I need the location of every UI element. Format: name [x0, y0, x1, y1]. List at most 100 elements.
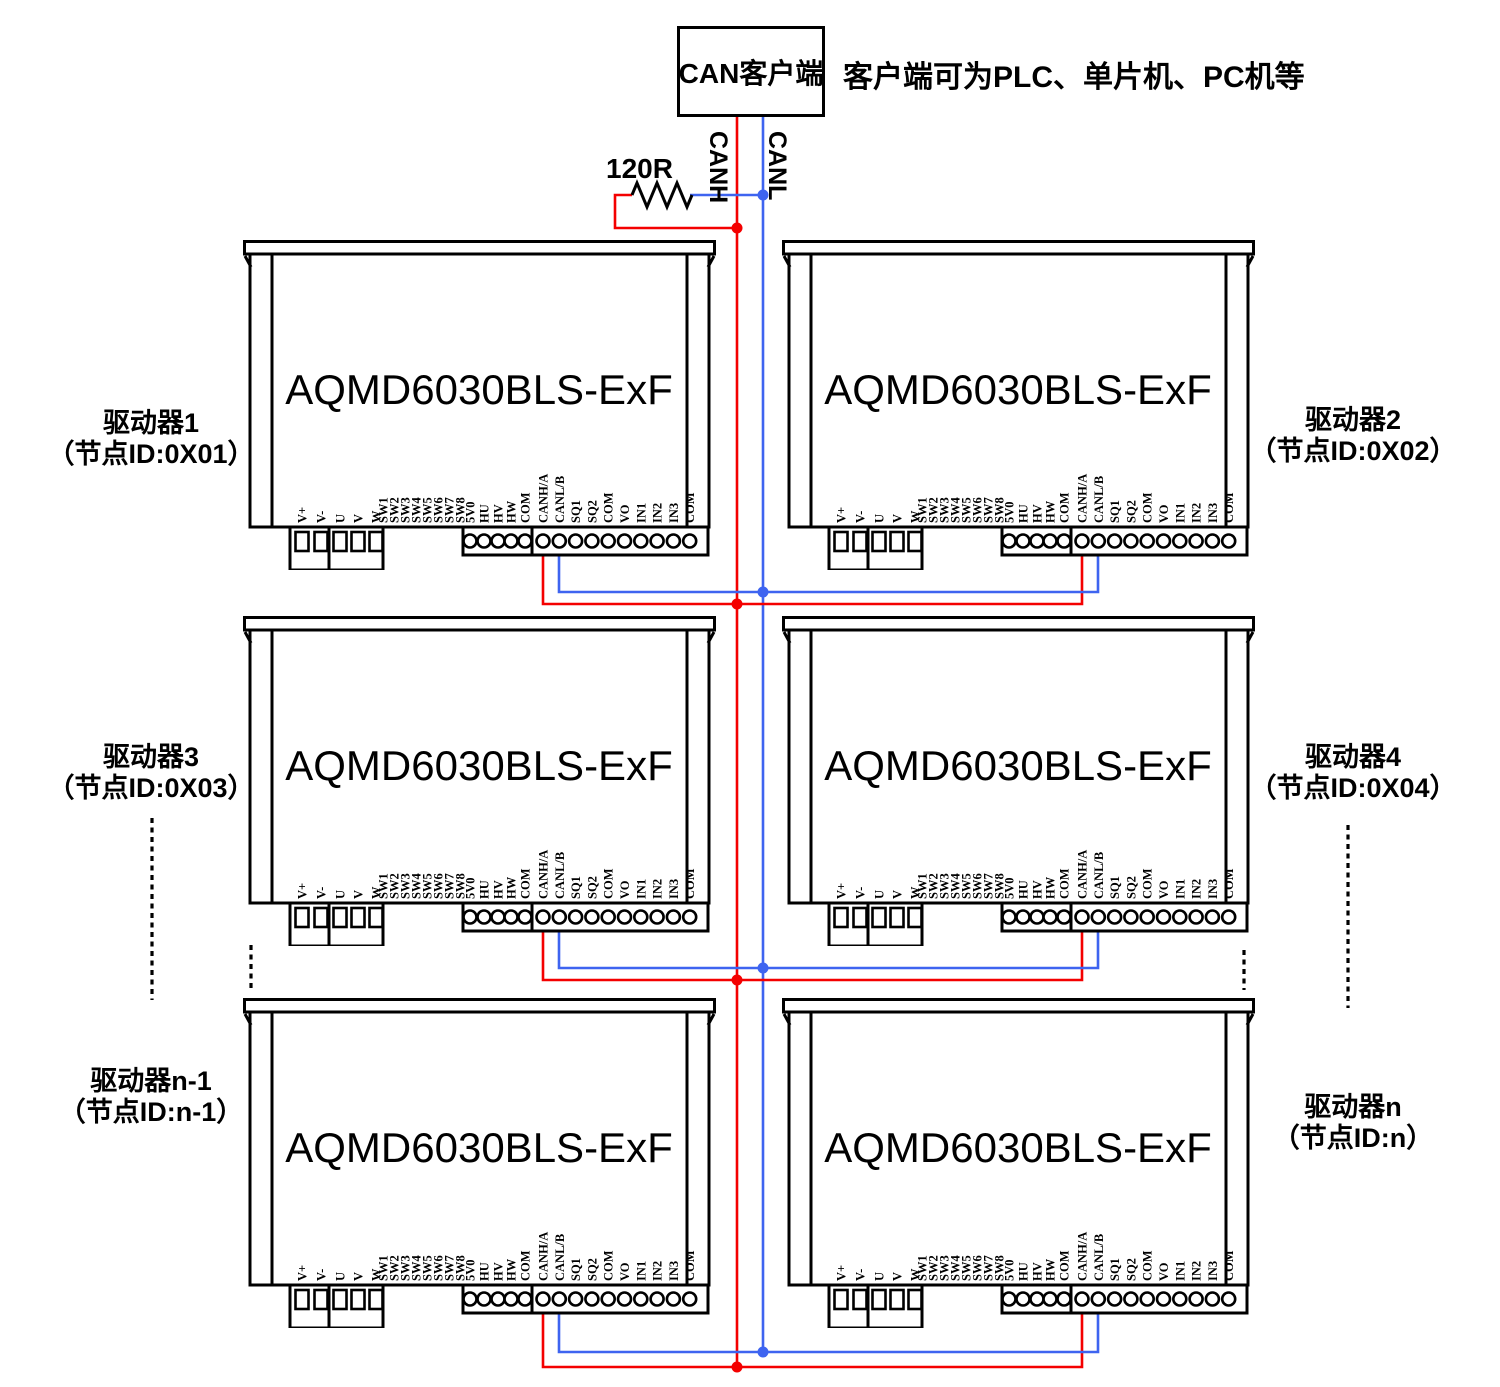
driver-node-id: （节点ID:n）: [1272, 1123, 1434, 1153]
terminal-circle: [616, 909, 633, 925]
terminal-label: SW7: [982, 497, 996, 523]
terminal-label: V+: [296, 1265, 310, 1281]
driver-node-id: （节点ID:0X04）: [1249, 773, 1457, 803]
terminal-label: SQ2: [585, 500, 599, 523]
terminal-label: IN3: [1206, 879, 1220, 899]
terminal-label: IN2: [651, 503, 665, 523]
terminal-circle: [1139, 533, 1156, 549]
terminal-label: U: [873, 890, 887, 899]
terminal-label: U: [873, 1272, 887, 1281]
driver-model-label: AQMD6030BLS-ExF: [824, 1124, 1211, 1171]
junction-dot-canl: [757, 586, 769, 598]
terminal-label: IN2: [651, 879, 665, 899]
terminal-circle: [503, 1291, 519, 1307]
terminal-label: SW3: [938, 1255, 952, 1281]
terminal-circle: [462, 909, 478, 925]
terminal-label: SW4: [949, 497, 963, 523]
terminal-label: 5V0: [1003, 877, 1017, 899]
terminal-label: V+: [296, 883, 310, 899]
terminal-circle: [649, 533, 665, 549]
terminal-circle: [1015, 1291, 1031, 1307]
terminal-label: SQ1: [569, 876, 583, 899]
terminal-label: HV: [1031, 504, 1045, 523]
terminal-label: SW5: [421, 1255, 435, 1281]
driver-model-label: AQMD6030BLS-ExF: [824, 742, 1211, 789]
terminal-label: SW5: [421, 873, 435, 899]
terminal-label: 5V0: [464, 501, 478, 523]
terminal-label: HU: [1017, 504, 1031, 523]
terminal-label: SW5: [960, 497, 974, 523]
terminal-square: [833, 906, 849, 929]
terminal-square: [871, 1288, 887, 1311]
driver-case: [782, 240, 1255, 529]
terminal-circle: [1204, 533, 1221, 549]
terminal-label: V+: [835, 883, 849, 899]
terminal-label: SW2: [927, 873, 941, 899]
terminal-label: SQ1: [569, 500, 583, 523]
junction-dot-canh: [731, 222, 743, 234]
terminal-label: COM: [1222, 868, 1236, 899]
terminal-label: SW3: [399, 497, 413, 523]
terminal-label: SW4: [949, 873, 963, 899]
driver-name: 驱动器1: [102, 408, 200, 438]
driver-case: [243, 616, 716, 905]
terminal-label: V-: [315, 887, 329, 899]
terminal-circle: [1015, 909, 1031, 925]
terminal-label: SW7: [443, 497, 457, 523]
terminal-label: HV: [492, 880, 506, 899]
terminal-label: V: [352, 514, 366, 523]
terminal-circle: [462, 1291, 478, 1307]
driver-model-label: AQMD6030BLS-ExF: [285, 742, 672, 789]
terminal-label: W: [370, 510, 384, 523]
terminal-label: SW8: [454, 873, 468, 899]
terminal-circle: [1042, 533, 1058, 549]
terminal-label: HU: [478, 880, 492, 899]
terminal-label: CANH/A: [1076, 1232, 1090, 1281]
row3-canh-wire: [541, 1313, 1084, 1369]
terminal-square: [313, 906, 329, 929]
terminal-square: [907, 530, 923, 553]
terminal-label: IN1: [634, 1261, 648, 1281]
terminal-circle: [665, 1291, 682, 1307]
terminal-square: [294, 906, 310, 929]
terminal-label: COM: [1141, 868, 1155, 899]
terminal-label: 5V0: [464, 1259, 478, 1281]
terminal-circle: [1074, 533, 1090, 549]
terminal-label: SW1: [916, 497, 930, 523]
terminal-circle: [681, 533, 698, 549]
terminal-label: CANL/B: [553, 1234, 567, 1281]
terminal-label: SW6: [971, 873, 985, 899]
terminal-square: [368, 530, 384, 553]
terminal-circle: [1204, 909, 1221, 925]
terminal-label: COM: [683, 492, 697, 523]
terminal-circle: [490, 1291, 506, 1307]
terminal-pins: [294, 1288, 698, 1311]
terminal-circle: [1090, 1291, 1107, 1307]
terminal-circle: [1015, 533, 1031, 549]
terminal-label: SW2: [927, 1255, 941, 1281]
terminal-label: SW6: [432, 873, 446, 899]
terminal-label: V: [891, 1272, 905, 1281]
junction-dot-canh: [731, 1361, 743, 1373]
terminal-label: HV: [1031, 1262, 1045, 1281]
terminal-label: HU: [478, 504, 492, 523]
terminal-label: SW4: [410, 497, 424, 523]
terminal-label: SW3: [399, 1255, 413, 1281]
terminal-label: SW6: [971, 497, 985, 523]
driver-node-id: （节点ID:0X03）: [47, 773, 255, 803]
terminal-label: W: [909, 510, 923, 523]
terminal-square: [889, 530, 905, 553]
terminal-label: SW7: [982, 1255, 996, 1281]
terminal-label: SQ2: [585, 876, 599, 899]
terminal-label: IN3: [667, 503, 681, 523]
terminal-label: HW: [1044, 1258, 1058, 1281]
terminal-label: HW: [505, 1258, 519, 1281]
row1-canh-wire: [541, 555, 1084, 606]
terminal-label: SW1: [916, 873, 930, 899]
terminal-label: V-: [315, 1269, 329, 1281]
canl-label: CANL: [763, 131, 791, 200]
